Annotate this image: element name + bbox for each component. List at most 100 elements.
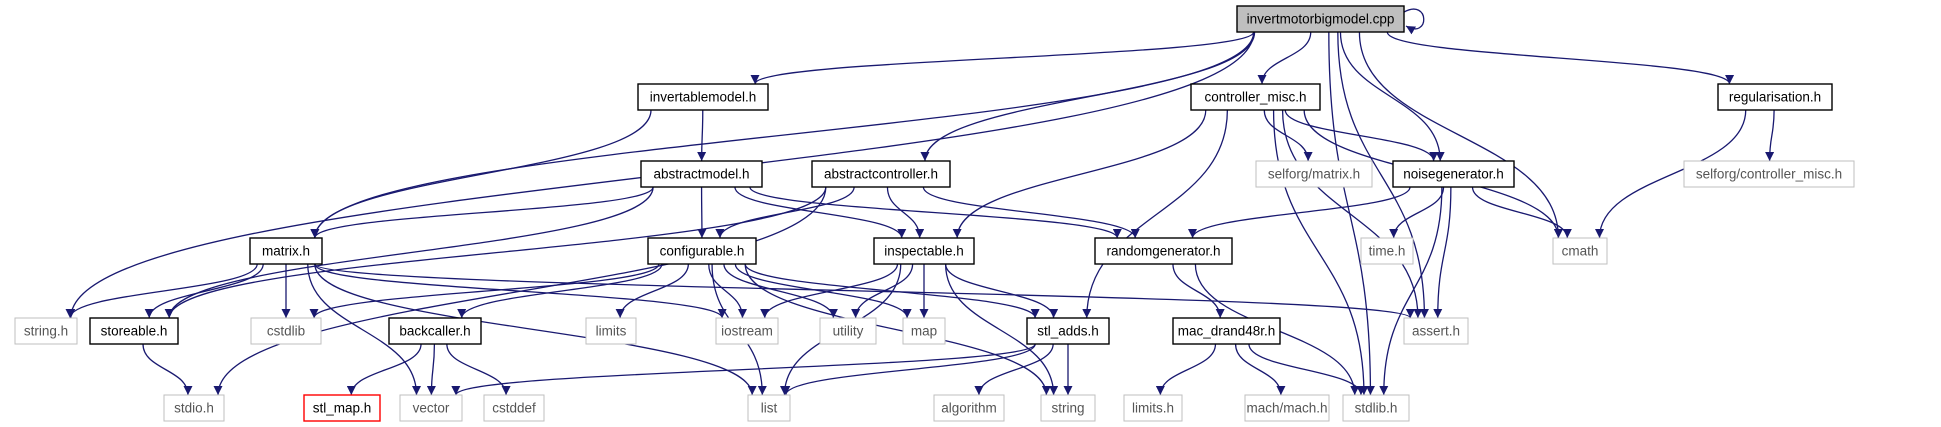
node-stdio_h: stdio.h xyxy=(163,394,225,422)
node-randomgenerator_h[interactable]: randomgenerator.h xyxy=(1094,237,1233,265)
edge-controller_misc_h-to-stdlib_h xyxy=(1272,109,1369,396)
node-label-limits: limits xyxy=(596,324,627,339)
edge-configurable_h-to-stl_adds_h xyxy=(744,263,1040,319)
node-stl_map_h: stl_map.h xyxy=(303,394,381,422)
node-label-stdio_h: stdio.h xyxy=(174,401,214,416)
node-limits_h: limits.h xyxy=(1123,394,1183,422)
node-label-stl_adds_h: stl_adds.h xyxy=(1037,324,1099,339)
node-box-cstddef xyxy=(483,394,545,422)
edge-backcaller_h-to-vector xyxy=(426,343,436,396)
node-mac_drand48r_h[interactable]: mac_drand48r.h xyxy=(1172,317,1281,345)
node-label-utility: utility xyxy=(833,324,864,339)
node-assert_h: assert.h xyxy=(1403,317,1469,345)
edge-storeable_h-to-stdio_h xyxy=(142,343,193,396)
node-box-vector xyxy=(399,394,463,422)
node-abstractmodel_h[interactable]: abstractmodel.h xyxy=(640,160,763,188)
edge-invertmotorbigmodel_cpp-to-noisegenerator_h xyxy=(1339,31,1445,162)
node-label-selforg_controller_misc_h: selforg/controller_misc.h xyxy=(1696,167,1842,182)
edge-invertablemodel_h-to-matrix_h xyxy=(310,109,652,239)
node-inspectable_h[interactable]: inspectable.h xyxy=(873,237,975,265)
edge-stl_adds_h-to-algorithm xyxy=(974,343,1054,396)
node-regularisation_h[interactable]: regularisation.h xyxy=(1717,83,1833,111)
node-box-mac_drand48r_h xyxy=(1172,317,1281,345)
node-label-stl_map_h: stl_map.h xyxy=(313,401,372,416)
node-abstractcontroller_h[interactable]: abstractcontroller.h xyxy=(811,160,951,188)
node-box-mach_mach_h xyxy=(1244,394,1330,422)
node-label-backcaller_h: backcaller.h xyxy=(399,324,470,339)
edge-mac_drand48r_h-to-mach_mach_h xyxy=(1234,343,1286,396)
node-box-selforg_controller_misc_h xyxy=(1683,160,1855,188)
edge-inspectable_h-to-string xyxy=(944,263,1059,396)
node-invertmotorbigmodel_cpp[interactable]: invertmotorbigmodel.cpp xyxy=(1236,5,1405,33)
node-mach_mach_h: mach/mach.h xyxy=(1244,394,1330,422)
edge-invertmotorbigmodel_cpp-to-invertablemodel_h xyxy=(750,31,1255,85)
node-matrix_h[interactable]: matrix.h xyxy=(249,237,323,265)
node-box-iostream xyxy=(715,317,779,345)
node-box-stl_adds_h xyxy=(1026,317,1110,345)
node-box-invertablemodel_h xyxy=(637,83,769,111)
edge-inspectable_h-to-stl_adds_h xyxy=(944,263,1059,319)
node-label-configurable_h: configurable.h xyxy=(660,244,745,259)
node-label-cstdlib: cstdlib xyxy=(267,324,305,339)
node-box-regularisation_h xyxy=(1717,83,1833,111)
node-label-selforg_matrix_h: selforg/matrix.h xyxy=(1268,167,1360,182)
node-invertablemodel_h[interactable]: invertablemodel.h xyxy=(637,83,769,111)
node-box-algorithm xyxy=(933,394,1005,422)
edge-configurable_h-to-iostream xyxy=(708,263,747,319)
edges-layer xyxy=(65,8,1775,396)
node-list: list xyxy=(747,394,791,422)
edge-inspectable_h-to-iostream xyxy=(760,263,899,319)
edge-abstractcontroller_h-to-inspectable_h xyxy=(886,186,925,239)
node-selforg_controller_misc_h: selforg/controller_misc.h xyxy=(1683,160,1855,188)
node-string_h: string.h xyxy=(14,317,78,345)
node-box-abstractcontroller_h xyxy=(811,160,951,188)
edge-stl_adds_h-to-list xyxy=(781,343,1036,396)
edge-stl_adds_h-to-vector xyxy=(451,343,1036,396)
edge-backcaller_h-to-cstddef xyxy=(446,343,511,396)
node-box-utility xyxy=(819,317,877,345)
edge-matrix_h-to-vector xyxy=(307,263,421,396)
node-label-invertmotorbigmodel_cpp: invertmotorbigmodel.cpp xyxy=(1247,12,1395,27)
node-utility: utility xyxy=(819,317,877,345)
edge-configurable_h-to-string xyxy=(744,263,1051,396)
edge-noisegenerator_h-to-assert_h xyxy=(1433,186,1452,319)
node-storeable_h[interactable]: storeable.h xyxy=(89,317,179,345)
node-box-cmath xyxy=(1552,237,1608,265)
node-label-controller_misc_h: controller_misc.h xyxy=(1204,90,1306,105)
edge-controller_misc_h-to-stl_adds_h xyxy=(1082,109,1229,319)
node-label-randomgenerator_h: randomgenerator.h xyxy=(1106,244,1220,259)
node-controller_misc_h[interactable]: controller_misc.h xyxy=(1190,83,1321,111)
edge-matrix_h-to-iostream xyxy=(314,263,727,319)
node-configurable_h[interactable]: configurable.h xyxy=(647,237,757,265)
node-label-cstddef: cstddef xyxy=(492,401,536,416)
edge-invertablemodel_h-to-abstractmodel_h xyxy=(697,109,707,162)
edge-invertmotorbigmodel_cpp-to-assert_h xyxy=(1337,31,1429,319)
edge-abstractmodel_h-to-matrix_h xyxy=(310,186,654,239)
edge-regularisation_h-to-selforg_controller_misc_h xyxy=(1765,109,1775,162)
node-selforg_matrix_h: selforg/matrix.h xyxy=(1255,160,1373,188)
node-vector: vector xyxy=(399,394,463,422)
nodes-layer: invertmotorbigmodel.cpp invertablemodel.h… xyxy=(14,5,1855,422)
node-backcaller_h[interactable]: backcaller.h xyxy=(388,317,482,345)
edge-configurable_h-to-limits xyxy=(615,263,689,319)
edge-invertmotorbigmodel_cpp-to-invertmotorbigmodel_cpp xyxy=(1403,8,1425,35)
node-label-iostream: iostream xyxy=(721,324,773,339)
edge-abstractcontroller_h-to-randomgenerator_h xyxy=(922,186,1140,239)
node-label-abstractcontroller_h: abstractcontroller.h xyxy=(824,167,938,182)
node-label-noisegenerator_h: noisegenerator.h xyxy=(1403,167,1504,182)
edge-configurable_h-to-map xyxy=(734,263,912,319)
edge-regularisation_h-to-cmath xyxy=(1595,109,1747,239)
node-label-stdlib_h: stdlib.h xyxy=(1355,401,1398,416)
node-box-abstractmodel_h xyxy=(640,160,763,188)
node-label-string: string xyxy=(1051,401,1084,416)
node-cstddef: cstddef xyxy=(483,394,545,422)
node-stl_adds_h[interactable]: stl_adds.h xyxy=(1026,317,1110,345)
node-box-configurable_h xyxy=(647,237,757,265)
node-label-limits_h: limits.h xyxy=(1132,401,1174,416)
node-box-time_h xyxy=(1360,237,1414,265)
edge-configurable_h-to-backcaller_h xyxy=(457,263,663,319)
edge-configurable_h-to-utility xyxy=(723,263,838,319)
node-noisegenerator_h[interactable]: noisegenerator.h xyxy=(1392,160,1515,188)
node-label-regularisation_h: regularisation.h xyxy=(1729,90,1821,105)
node-label-assert_h: assert.h xyxy=(1412,324,1460,339)
